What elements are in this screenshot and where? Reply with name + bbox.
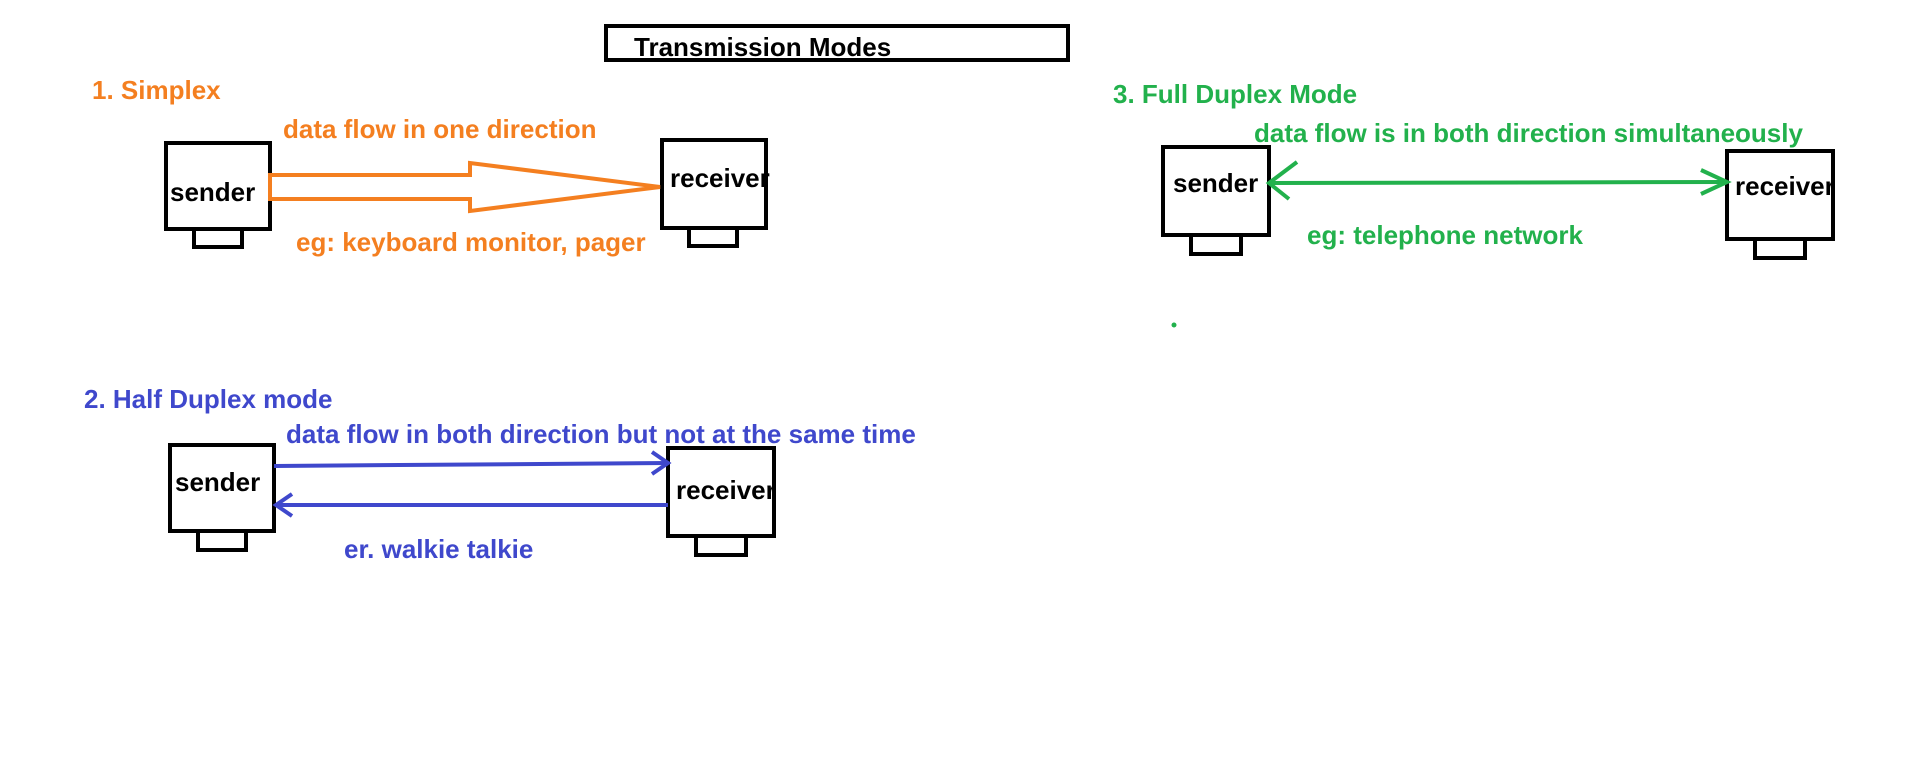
simplex-heading: 1. Simplex	[92, 75, 221, 105]
half-duplex-forward-arrow	[273, 450, 672, 476]
half-duplex-return-arrow	[272, 492, 668, 518]
full-duplex-sender-label: sender	[1173, 168, 1259, 198]
half-duplex-receiver-label: receiver	[676, 475, 776, 505]
green-dot	[1171, 322, 1177, 328]
simplex-sender-label: sender	[170, 177, 256, 207]
full-duplex-sender-base	[1189, 233, 1243, 256]
full-duplex-two-way-arrow	[1265, 160, 1732, 201]
half-duplex-sender-label: sender	[175, 467, 261, 497]
full-duplex-receiver-base	[1753, 237, 1807, 260]
page-title: Transmission Modes	[634, 32, 892, 62]
half-duplex-example: er. walkie talkie	[344, 534, 534, 564]
simplex-one-way-arrow	[268, 160, 661, 214]
half-duplex-heading: 2. Half Duplex mode	[84, 384, 333, 414]
full-duplex-example: eg: telephone network	[1307, 220, 1583, 250]
full-duplex-heading: 3. Full Duplex Mode	[1113, 79, 1358, 109]
full-duplex-flow-label: data flow is in both direction simultane…	[1254, 118, 1803, 148]
half-duplex-receiver-base	[694, 534, 748, 557]
simplex-example: eg: keyboard monitor, pager	[296, 227, 646, 257]
full-duplex-receiver-label: receiver	[1735, 171, 1835, 201]
simplex-receiver-label: receiver	[670, 163, 770, 193]
simplex-receiver-base	[687, 226, 739, 248]
simplex-sender-base	[192, 227, 244, 249]
half-duplex-sender-base	[196, 529, 248, 552]
simplex-flow-label: data flow in one direction	[283, 114, 597, 144]
half-duplex-flow-label: data flow in both direction but not at t…	[286, 419, 916, 449]
title-box	[604, 24, 1070, 62]
